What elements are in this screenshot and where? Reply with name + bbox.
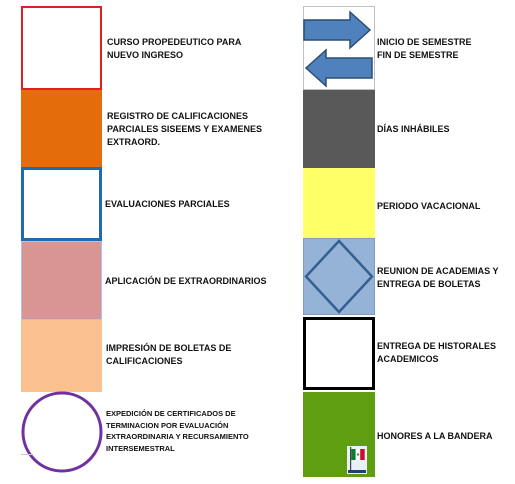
legend-label-periodo-vacacional: PERIODO VACACIONAL bbox=[377, 200, 481, 211]
legend-swatch-aplicacion-extraordinarios bbox=[21, 241, 102, 320]
legend-swatch-dias-inhabiles bbox=[303, 90, 375, 168]
legend-label-evaluaciones-parciales: EVALUACIONES PARCIALES bbox=[105, 198, 230, 209]
legend-swatch-curso-propedeutico bbox=[21, 6, 102, 90]
legend-label-impresion-boletas: IMPRESIÓN DE BOLETAS DE CALIFICACIONES bbox=[106, 343, 232, 366]
arrow-right-icon bbox=[303, 10, 372, 50]
legend-swatch-impresion-boletas bbox=[21, 320, 102, 392]
legend-label-inicio-fin-semestre: INICIO DE SEMESTRE FIN DE SEMESTRE bbox=[377, 37, 472, 60]
legend-label-historiales-academicos: ENTREGA DE HISTORALES ACADEMICOS bbox=[377, 341, 497, 364]
legend-swatch-registro-calificaciones bbox=[21, 90, 102, 167]
arrow-left-icon bbox=[304, 48, 373, 88]
legend-label-aplicacion-extraordinarios: APLICACIÓN DE EXTRAORDINARIOS bbox=[105, 275, 267, 286]
legend-label-reunion-academias: REUNION DE ACADEMIAS Y ENTREGA DE BOLETA… bbox=[377, 266, 499, 289]
legend-swatch-evaluaciones-parciales bbox=[21, 167, 102, 241]
legend-circle-certificados bbox=[21, 391, 103, 473]
legend-label-registro-calificaciones: REGISTRO DE CALIFICACIONES PARCIALES SIS… bbox=[107, 110, 263, 147]
divider-tick bbox=[21, 454, 33, 455]
legend-swatch-reunion-academias bbox=[303, 238, 375, 315]
legend-swatch-periodo-vacacional bbox=[303, 168, 375, 238]
flag-icon bbox=[347, 446, 367, 474]
legend-label-curso-propedeutico: CURSO PROPEDEUTICO PARA NUEVO INGRESO bbox=[107, 37, 242, 60]
diamond-icon bbox=[304, 239, 374, 314]
legend-arrows-icon bbox=[303, 10, 373, 88]
legend-label-expedicion-certificados: EXPEDICIÓN DE CERTIFICADOS DE TERMINACIO… bbox=[106, 409, 249, 453]
legend-label-dias-inhabiles: DÍAS INHÁBILES bbox=[377, 123, 450, 134]
legend-swatch-historiales-academicos bbox=[303, 317, 375, 390]
legend-label-honores-bandera: HONORES A LA BANDERA bbox=[377, 430, 493, 441]
